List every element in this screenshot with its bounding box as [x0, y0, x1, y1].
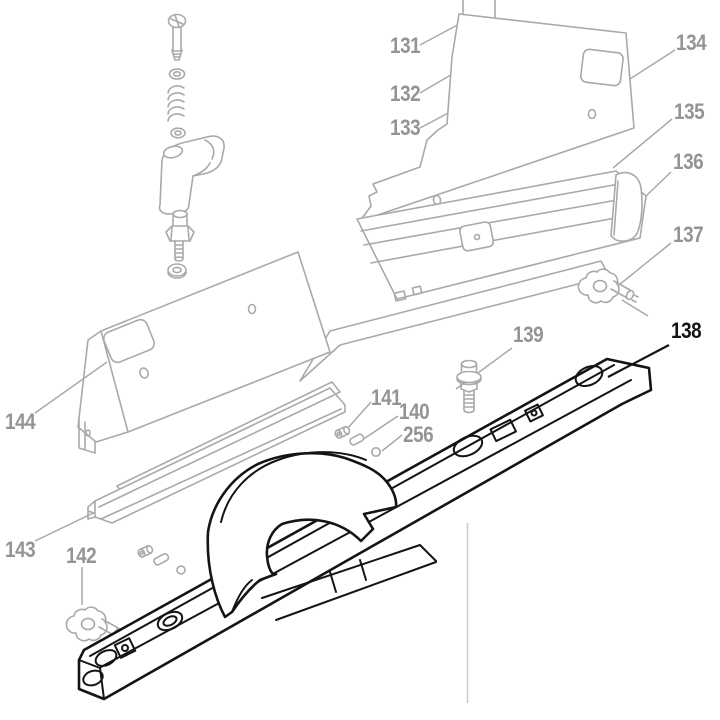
guard-body: [206, 451, 437, 621]
part-label-137: 137: [673, 222, 704, 247]
leader-136: [644, 171, 672, 198]
part-label-134: 134: [676, 30, 707, 55]
pin-icon: [153, 552, 170, 566]
part-label-138: 138: [671, 318, 702, 343]
screw-icon: [167, 13, 187, 61]
washer-icon: [168, 68, 186, 80]
leader-141: [346, 401, 372, 430]
set-screw-141: [334, 425, 351, 439]
star-knob-137: [577, 268, 639, 304]
part-label-141: 141: [371, 385, 402, 410]
part-label-140: 140: [399, 399, 430, 424]
threaded-stud: [165, 209, 195, 262]
part-label-143: 143: [5, 537, 36, 562]
guard-rail-138: [77, 357, 653, 701]
part-label-132: 132: [390, 81, 421, 106]
end-cap-136: [610, 171, 643, 242]
part-label-133: 133: [390, 115, 421, 140]
spring-icon: [167, 85, 185, 122]
part-label-256: 256: [403, 422, 434, 447]
leader-140: [361, 415, 399, 441]
part-label-135: 135: [674, 99, 705, 124]
leader-138: [607, 344, 670, 378]
leader-137b: [621, 299, 649, 317]
leader-131: [419, 21, 464, 46]
leader-134: [629, 49, 676, 80]
leader-135: [612, 118, 673, 169]
part-label-136: 136: [673, 149, 704, 174]
part-label-131: 131: [390, 33, 421, 58]
flange-bolt-139: [456, 359, 482, 414]
rail-143: [87, 381, 346, 524]
part-label-144: 144: [5, 409, 36, 434]
lever-handle: [158, 135, 225, 215]
fence-panel-134: [359, 13, 635, 222]
part-label-139: 139: [513, 322, 544, 347]
clamp-lever-stack: [158, 13, 225, 279]
leader-144: [34, 361, 108, 414]
pin-140: [349, 433, 365, 446]
ring-icon: [176, 565, 186, 575]
washer-icon: [167, 263, 187, 279]
set-screw-icon: [137, 544, 154, 558]
ring-256: [370, 446, 381, 457]
fence-panel-144: [77, 251, 331, 454]
washer-icon: [170, 127, 186, 139]
part-label-142: 142: [66, 543, 97, 568]
leader-137: [618, 242, 672, 286]
leader-256: [381, 434, 403, 452]
